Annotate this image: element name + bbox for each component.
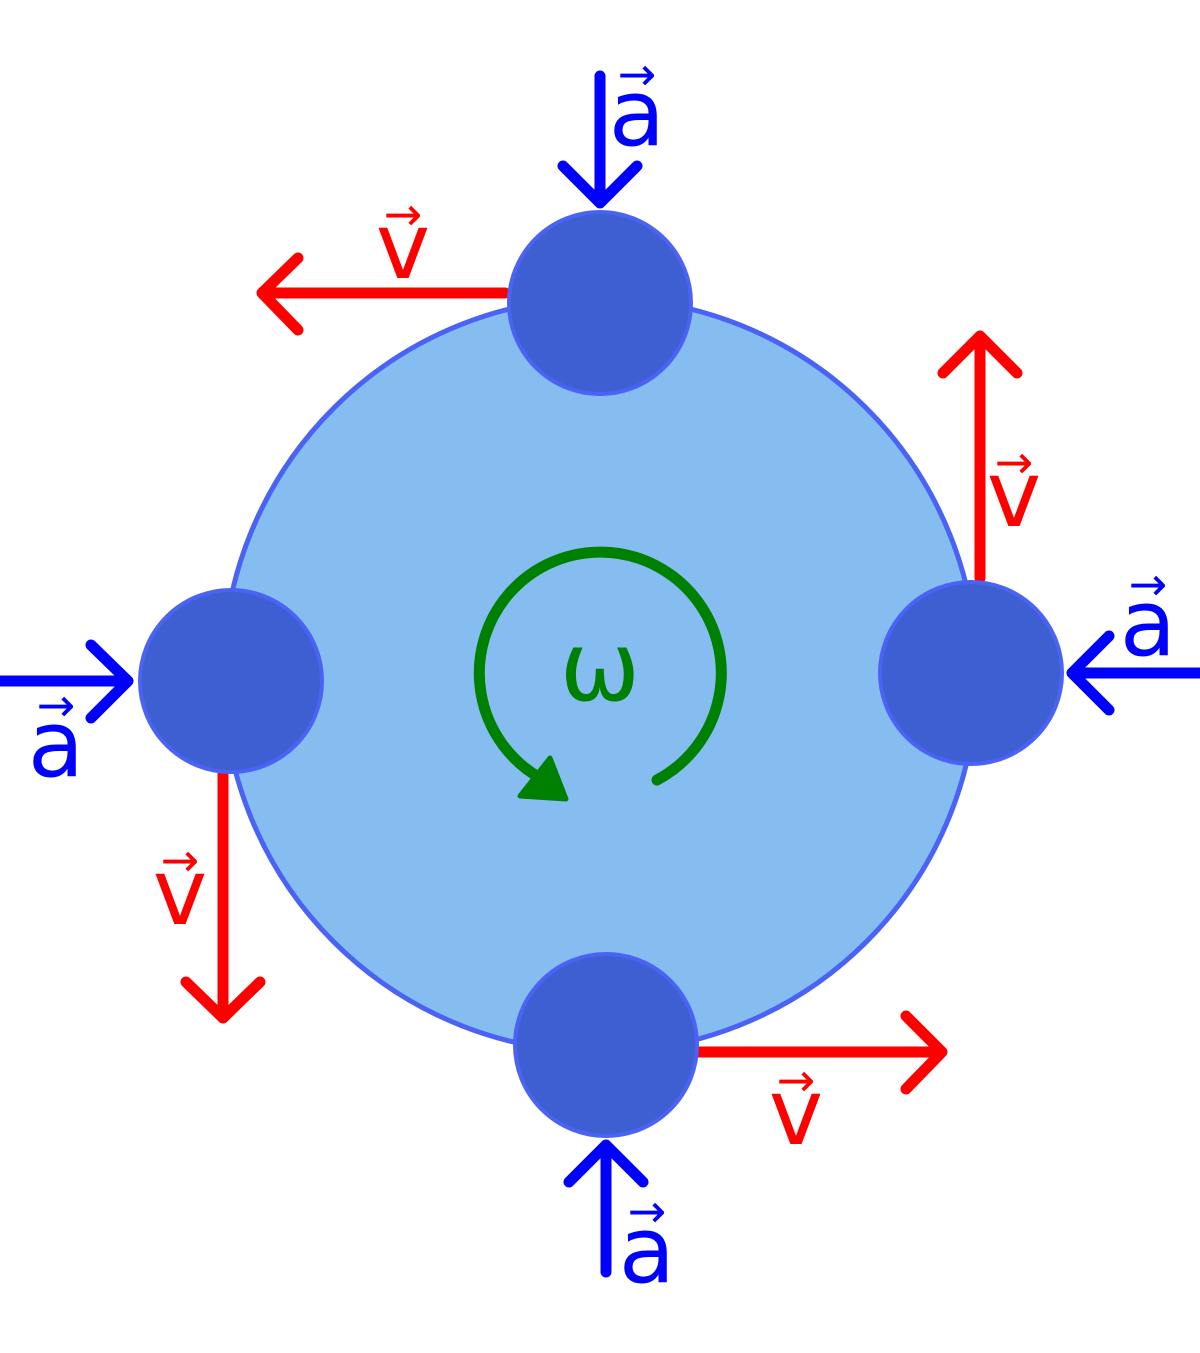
- left-acceleration-arrow: [0, 639, 134, 724]
- bottom-particle: [513, 952, 699, 1138]
- rotation-arrowhead: [517, 755, 569, 802]
- top-acceleration-label: a: [609, 60, 665, 167]
- top-particle-group: v → a →: [256, 47, 693, 396]
- left-acceleration-vector-mark: →: [37, 678, 76, 732]
- bottom-acceleration-vector-mark: →: [628, 1184, 667, 1238]
- right-velocity-label: v: [987, 441, 1041, 548]
- bottom-velocity-vector-mark: →: [777, 1053, 816, 1107]
- rotation-arc: [473, 546, 727, 786]
- bottom-particle-group: v → a →: [513, 952, 948, 1304]
- bottom-velocity-label: v: [769, 1059, 823, 1166]
- left-velocity-label: v: [153, 839, 207, 946]
- top-velocity-vector-mark: →: [384, 187, 423, 241]
- rotation-indicator: ω: [473, 546, 727, 802]
- bottom-acceleration-label: a: [619, 1197, 675, 1304]
- right-particle: [878, 580, 1064, 766]
- bottom-acceleration-arrow: [563, 1139, 649, 1278]
- left-velocity-arrow: [180, 764, 266, 1024]
- omega-label: ω: [560, 611, 640, 723]
- right-particle-group: v → a →: [878, 330, 1200, 766]
- top-particle: [507, 210, 693, 396]
- left-acceleration-label: a: [28, 691, 84, 798]
- bottom-velocity-arrow: [691, 1010, 948, 1095]
- top-velocity-arrow: [256, 252, 511, 336]
- left-particle-group: v → a →: [0, 588, 324, 1024]
- right-velocity-vector-mark: →: [995, 435, 1034, 489]
- right-velocity-arrow: [937, 330, 1023, 584]
- left-velocity-vector-mark: →: [161, 833, 200, 887]
- right-acceleration-vector-mark: →: [1129, 557, 1168, 611]
- top-acceleration-vector-mark: →: [618, 47, 657, 101]
- top-acceleration-arrow: [557, 70, 643, 209]
- right-acceleration-arrow: [1066, 630, 1200, 716]
- top-velocity-label: v: [376, 193, 430, 300]
- right-acceleration-label: a: [1120, 570, 1176, 677]
- left-particle: [138, 588, 324, 774]
